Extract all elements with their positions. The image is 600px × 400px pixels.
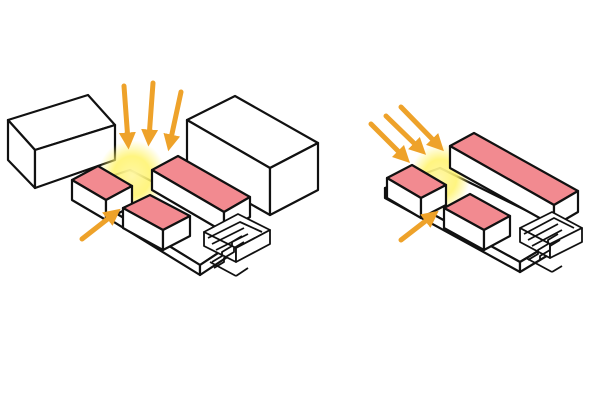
sun-arrow [383, 113, 427, 155]
sun-arrow [79, 208, 121, 242]
left-scenario [6, 80, 320, 277]
left-sun-arrows [79, 80, 184, 242]
sun-arrow [163, 89, 184, 152]
sun-arrow [398, 104, 444, 152]
sun-arrow [118, 83, 136, 150]
right-pink-block-small [385, 163, 448, 220]
right-pink-block-front [442, 192, 512, 252]
left-stair-core [203, 213, 271, 277]
right-scenario [368, 104, 583, 274]
right-stair-core [519, 211, 583, 273]
sun-arrow [368, 121, 411, 164]
right-neighbour-block [185, 94, 320, 217]
left-pink-block-front [121, 193, 192, 252]
sun-arrow [398, 210, 439, 243]
right-sun-arrows [368, 104, 444, 243]
sun-arrow [141, 80, 159, 147]
